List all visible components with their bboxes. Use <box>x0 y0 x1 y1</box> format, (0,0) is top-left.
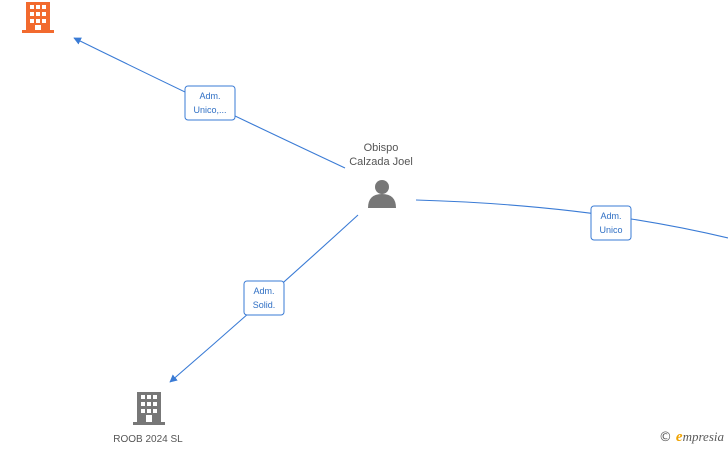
person-node[interactable]: Obispo Calzada Joel <box>349 142 413 208</box>
edge-label-bottom[interactable]: Adm. Solid. <box>243 280 285 316</box>
top-left-company-node[interactable] <box>22 2 54 33</box>
person-name-line1: Obispo <box>364 142 399 154</box>
edge-label-top-left-line2: Unico,... <box>193 105 226 115</box>
edge-label-bottom-line2: Solid. <box>253 300 276 310</box>
empresia-watermark: ©empresia <box>659 429 724 446</box>
person-icon <box>368 180 396 208</box>
brand-initial: e <box>675 429 683 445</box>
bottom-company-node[interactable]: ROOB 2024 SL <box>113 392 183 445</box>
building-windows <box>30 5 46 30</box>
person-name-line2: Calzada Joel <box>349 156 413 168</box>
edge-label-bottom-line1: Adm. <box>253 286 274 296</box>
edge-person-to-right-company[interactable] <box>415 199 728 239</box>
bottom-company-label: ROOB 2024 SL <box>113 434 183 445</box>
building-windows <box>141 395 157 422</box>
edge-label-right[interactable]: Adm. Unico <box>590 205 632 241</box>
edge-label-right-line2: Unico <box>599 225 622 235</box>
edge-label-top-left-line1: Adm. <box>199 91 220 101</box>
brand-name-rest: mpresia <box>682 429 724 444</box>
edge-label-right-line1: Adm. <box>600 211 621 221</box>
copyright-symbol: © <box>658 430 672 445</box>
edge-label-top-left[interactable]: Adm. Unico,... <box>184 85 236 121</box>
